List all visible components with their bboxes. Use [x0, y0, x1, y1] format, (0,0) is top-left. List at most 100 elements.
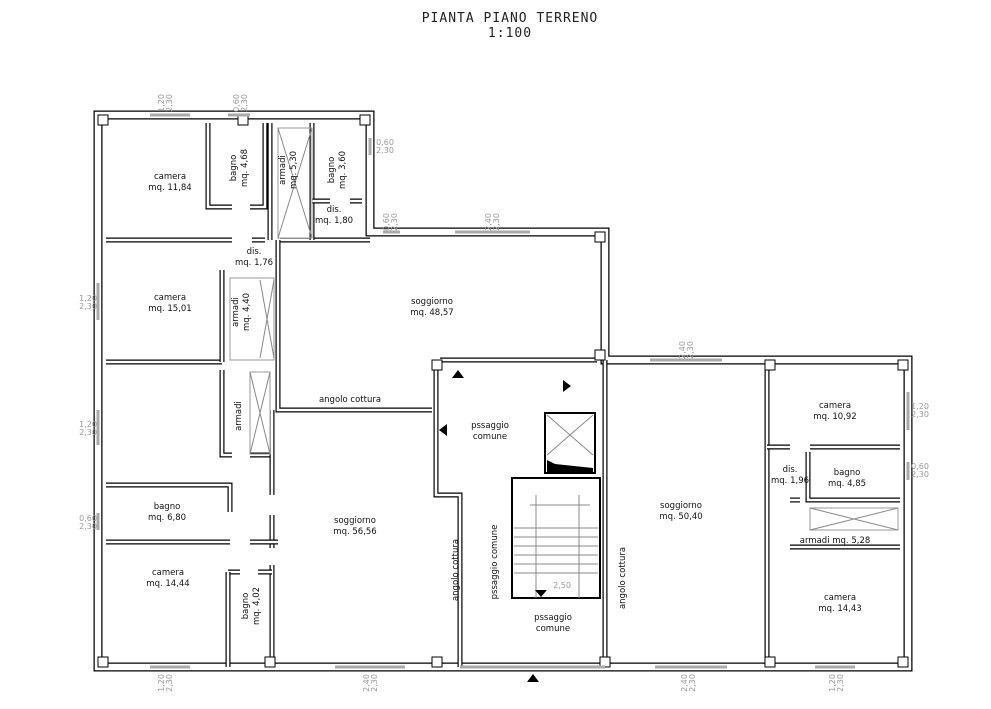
window-width: 2,40: [484, 213, 493, 231]
room-area: comune: [473, 432, 507, 442]
room-area: mq. 1,96: [771, 476, 809, 486]
room-area: mq. 15,01: [148, 304, 191, 314]
window-height: 2,30: [911, 470, 929, 479]
room-label: angolo cottura: [451, 539, 461, 601]
window-height: 2,30: [165, 674, 174, 692]
room-area: mq. 10,92: [813, 412, 856, 422]
room-name: pssaggio: [471, 421, 509, 431]
room-area: mq. 1,80: [315, 216, 353, 226]
room-name: bagno: [154, 502, 181, 512]
room-area: mq. 14,43: [818, 604, 861, 614]
window-height: 2,30: [688, 674, 697, 692]
room-area: mq. 48,57: [410, 308, 453, 318]
window-dimension: 0,602,30: [911, 462, 929, 479]
interior-walls: [106, 123, 900, 667]
window-width: 0,60: [382, 213, 391, 231]
entrance-arrow-icon: [563, 380, 571, 392]
window-width: 0,60: [79, 514, 97, 523]
window-width: 2,40: [362, 674, 371, 692]
elevator: [544, 412, 596, 474]
room-name: pssaggio comune: [490, 525, 500, 600]
room-label: pssaggio comune: [490, 525, 500, 600]
window-height: 2,30: [79, 522, 97, 531]
room-name: armadi: [278, 155, 288, 185]
window-height: 2,30: [79, 302, 97, 311]
window-height: 2,30: [911, 410, 929, 419]
room-area: mq. 11,84: [148, 183, 191, 193]
room-area: mq. 3,60: [338, 151, 348, 189]
entrance-arrow-icon: [439, 424, 447, 436]
room-name: angolo cottura: [618, 547, 628, 609]
window-dimension: 0,602,30: [79, 514, 97, 531]
window-width: 2,40: [678, 341, 687, 359]
plan-title: PIANTA PIANO TERRENO: [422, 11, 599, 26]
room-area: mq. 4,85: [828, 479, 866, 489]
room-name: angolo cottura: [451, 539, 461, 601]
room-name: soggiorno: [411, 297, 453, 307]
room-name: soggiorno: [660, 501, 702, 511]
window-dimension: 1,202,30: [911, 402, 929, 419]
window-width: 1,20: [828, 674, 837, 692]
room-name: dis.: [783, 465, 798, 475]
window-dimension: 1,202,30: [79, 420, 97, 437]
room-name: camera: [819, 401, 851, 411]
room-label: armadi mq. 5,28: [800, 536, 871, 546]
room-area: comune: [536, 624, 570, 634]
room-name: armadi: [231, 297, 241, 327]
window-height: 2,30: [165, 94, 174, 112]
window-height: 2,30: [370, 674, 379, 692]
plan-scale: 1:100: [488, 26, 532, 41]
window-height: 2,30: [492, 213, 501, 231]
window-width: 2,40: [680, 674, 689, 692]
room-label: dis.mq. 1,96: [771, 465, 809, 486]
room-name: bagno: [229, 155, 239, 182]
room-name: camera: [154, 293, 186, 303]
room-label: dis.mq. 1,76: [235, 247, 273, 268]
window-height: 2,30: [686, 341, 695, 359]
room-name: bagno: [834, 468, 861, 478]
window-width: 1,20: [79, 294, 97, 303]
stair-width-label: 2,50: [553, 581, 571, 590]
window-height: 2,30: [836, 674, 845, 692]
window-width: 1,20: [157, 674, 166, 692]
room-area: mq. 4,02: [252, 587, 262, 625]
room-name: dis.: [247, 247, 262, 257]
window-width: 0,60: [232, 94, 241, 112]
room-area: mq. 1,76: [235, 258, 273, 268]
room-area: mq. 4,68: [240, 149, 250, 187]
columns: [97, 114, 909, 668]
room-area: mq. 4,40: [242, 293, 252, 331]
room-name: armadi mq. 5,28: [800, 536, 871, 546]
wardrobes-and-elevator: [229, 127, 899, 599]
room-label: angolo cottura: [618, 547, 628, 609]
window-height: 2,30: [240, 94, 249, 112]
window-width: 1,20: [157, 94, 166, 112]
room-area: mq. 14,44: [146, 579, 189, 589]
room-name: soggiorno: [334, 516, 376, 526]
room-name: armadi: [234, 401, 244, 431]
room-label: armadi: [234, 401, 244, 431]
room-area: mq. 56,56: [333, 527, 376, 537]
entrance-markers: [439, 370, 571, 682]
room-name: camera: [824, 593, 856, 603]
